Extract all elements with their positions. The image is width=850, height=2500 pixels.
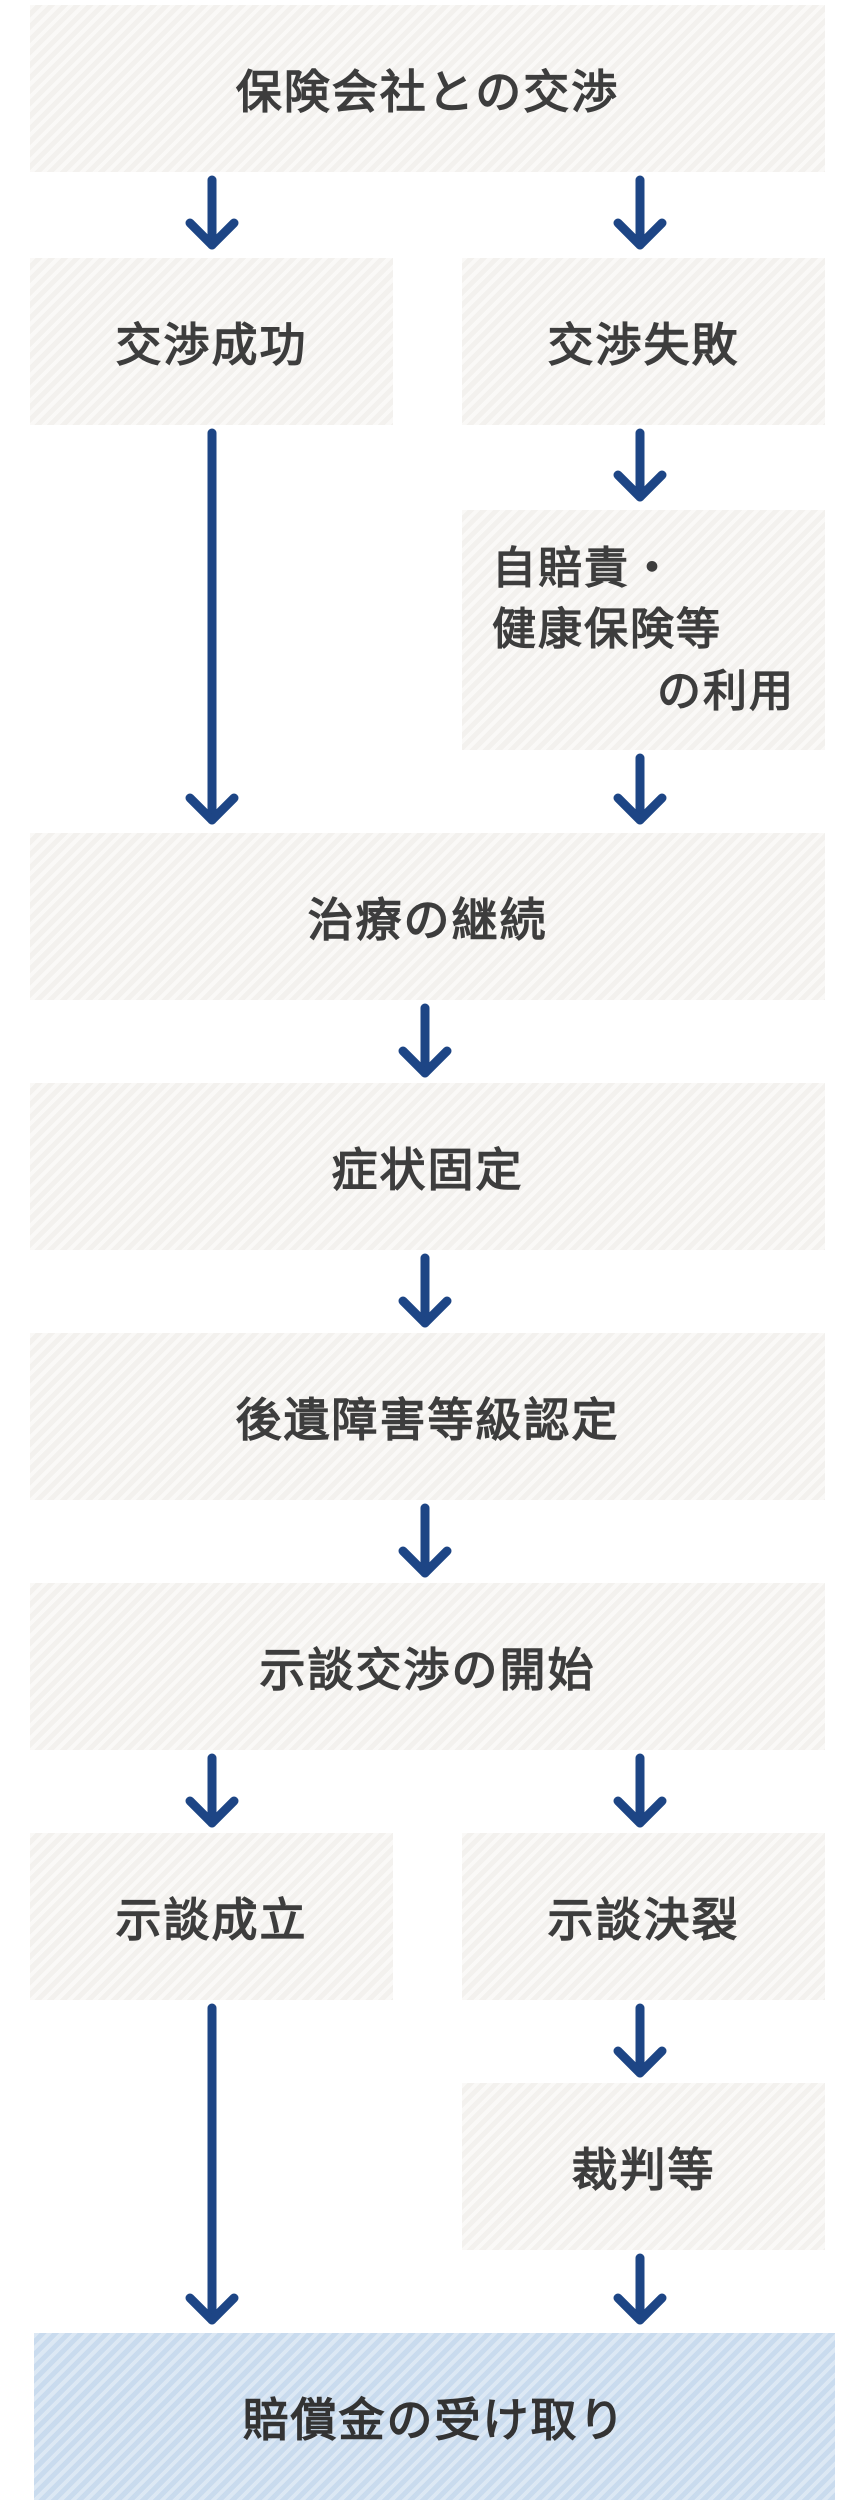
settlement-failure-box: 示談決裂 (462, 1833, 825, 2000)
lawsuit-label: 裁判等 (571, 2142, 716, 2197)
treatment-box: 治療の継続 (30, 833, 825, 1000)
disability-grade-box: 後遺障害等級認定 (30, 1333, 825, 1500)
arrow-negotiation-to-failure (613, 175, 667, 250)
arrow-success-to-treatment (185, 428, 239, 825)
settlement-start-box: 示談交渉の開始 (30, 1583, 825, 1750)
arrow-negotiation-to-success (185, 175, 239, 250)
insurance-use-line-3: の利用 (657, 665, 795, 717)
settlement-success-label: 示談成立 (115, 1892, 308, 1947)
insurance-use-box: 自賠責・ 健康保険等 の利用 (462, 510, 825, 750)
arrow-settlement-success-to-compensation (185, 2003, 239, 2325)
settlement-success-box: 示談成立 (30, 1833, 393, 2000)
arrow-symptom-fixed-to-grade (398, 1253, 452, 1328)
symptom-fixed-label: 症状固定 (331, 1142, 524, 1197)
negotiation-success-label: 交渉成功 (115, 317, 308, 372)
arrow-lawsuit-to-compensation (613, 2253, 667, 2325)
compensation-label: 賠償金の受け取り (242, 2392, 627, 2447)
arrow-treatment-to-symptom-fixed (398, 1003, 452, 1078)
insurance-use-line-2: 健康保険等 (492, 604, 722, 656)
arrow-start-to-settlement-success (185, 1753, 239, 1828)
negotiation-failure-label: 交渉失敗 (547, 317, 740, 372)
insurance-use-line-1: 自賠責・ (492, 542, 676, 594)
compensation-box: 賠償金の受け取り (34, 2333, 835, 2500)
arrow-grade-to-settlement-start (398, 1503, 452, 1578)
negotiation-success-box: 交渉成功 (30, 258, 393, 425)
settlement-failure-label: 示談決裂 (547, 1892, 740, 1947)
disability-grade-label: 後遺障害等級認定 (235, 1392, 620, 1447)
arrow-insurance-to-treatment (613, 753, 667, 825)
lawsuit-box: 裁判等 (462, 2083, 825, 2250)
negotiation-label: 保険会社との交渉 (235, 64, 620, 119)
negotiation-failure-box: 交渉失敗 (462, 258, 825, 425)
negotiation-box: 保険会社との交渉 (30, 5, 825, 172)
arrow-start-to-settlement-failure (613, 1753, 667, 1828)
treatment-label: 治療の継続 (307, 892, 548, 947)
arrow-failure-to-insurance (613, 428, 667, 502)
symptom-fixed-box: 症状固定 (30, 1083, 825, 1250)
settlement-start-label: 示談交渉の開始 (259, 1642, 596, 1697)
arrow-settlement-failure-to-lawsuit (613, 2003, 667, 2078)
